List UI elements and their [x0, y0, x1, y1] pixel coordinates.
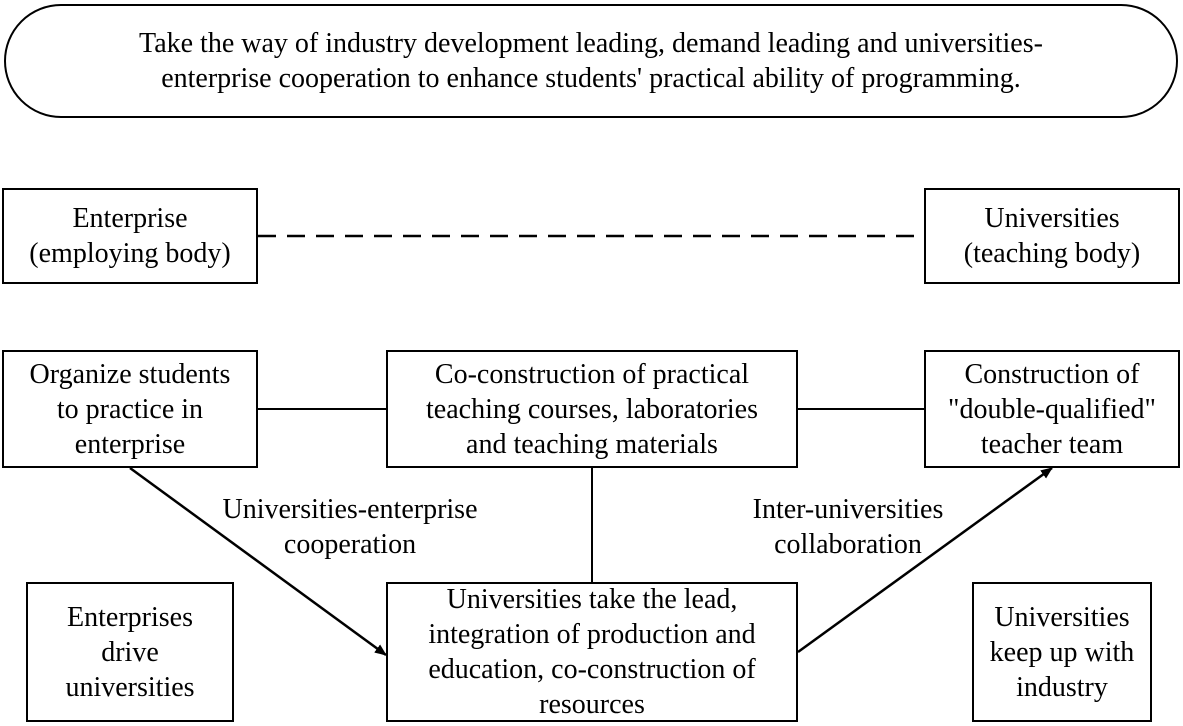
- arrow-lead-to-double: [797, 466, 1053, 654]
- arrow-organize-to-lead: [129, 466, 387, 657]
- universities-enterprise-cooperation-label: Universities-enterprise cooperation: [222, 494, 478, 560]
- enterprise-box: Enterprise (employing body): [2, 188, 258, 284]
- co-construction-box: Co-construction of practical teaching co…: [386, 350, 798, 468]
- universities-keep-up-box: Universities keep up with industry: [972, 582, 1152, 722]
- enterprises-drive-universities-box: Enterprises drive universities: [26, 582, 234, 722]
- goal-banner: Take the way of industry development lea…: [4, 4, 1178, 118]
- universities-box: Universities (teaching body): [924, 188, 1180, 284]
- universities-take-lead-box: Universities take the lead, integration …: [386, 582, 798, 722]
- organize-students-box: Organize students to practice in enterpr…: [2, 350, 258, 468]
- inter-universities-collaboration-label: Inter-universities collaboration: [752, 494, 944, 560]
- double-qualified-box: Construction of "double-qualified" teach…: [924, 350, 1180, 468]
